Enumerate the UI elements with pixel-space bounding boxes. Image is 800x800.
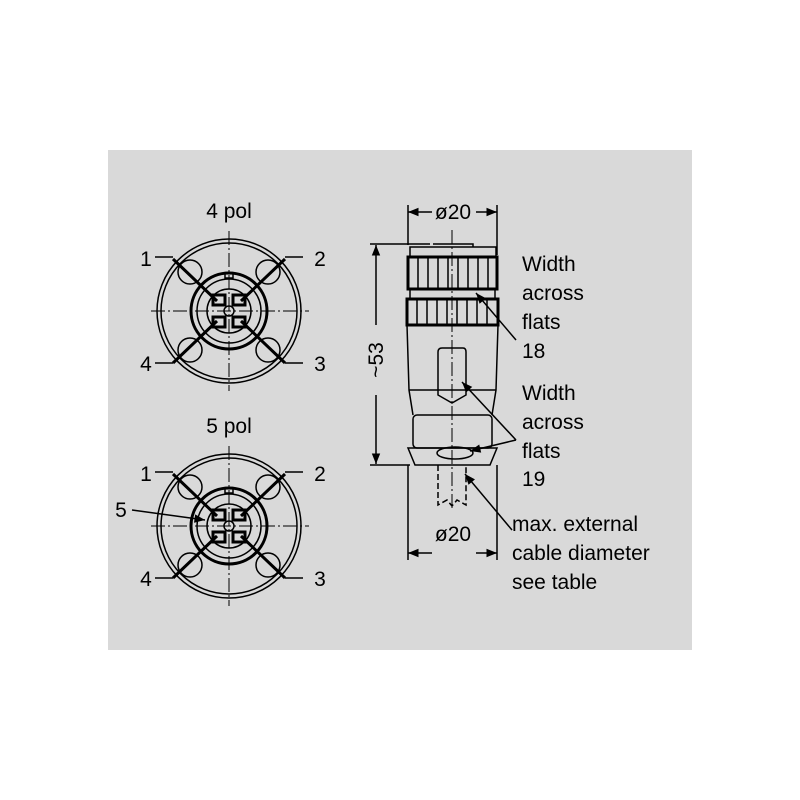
svg-text:19: 19 — [522, 468, 545, 491]
face-4pol: 4 pol 1 2 3 4 — [140, 200, 326, 393]
svg-text:flats: flats — [522, 311, 561, 334]
flats-18-note: Width across flats 18 — [522, 253, 584, 363]
length-label: ~53 — [365, 342, 388, 378]
face-4pol-pins — [211, 293, 247, 329]
svg-text:across: across — [522, 411, 584, 434]
drawing-background — [108, 150, 692, 650]
pin-label-3: 3 — [314, 568, 326, 591]
svg-text:cable diameter: cable diameter — [512, 542, 650, 565]
flats-19-note: Width across flats 19 — [522, 382, 584, 491]
pin-label-4: 4 — [140, 568, 152, 591]
side-view: ø20 ~53 — [365, 201, 650, 594]
pin-label-3: 3 — [314, 353, 326, 376]
pin-label-4: 4 — [140, 353, 152, 376]
svg-text:see table: see table — [512, 571, 597, 594]
pin-label-5: 5 — [115, 499, 127, 522]
face-4pol-title: 4 pol — [206, 200, 252, 223]
face-5pol: 5 pol 1 2 3 4 5 — [115, 415, 326, 608]
pin-label-2: 2 — [314, 248, 326, 271]
svg-text:max. external: max. external — [512, 513, 638, 536]
svg-text:Width: Width — [522, 382, 576, 405]
pin-label-1: 1 — [140, 463, 152, 486]
svg-text:18: 18 — [522, 340, 545, 363]
svg-text:flats: flats — [522, 440, 561, 463]
bottom-diameter-label: ø20 — [435, 523, 471, 546]
svg-text:across: across — [522, 282, 584, 305]
face-5pol-title: 5 pol — [206, 415, 252, 438]
pin-label-2: 2 — [314, 463, 326, 486]
cable-diameter-note: max. external cable diameter see table — [512, 513, 650, 594]
svg-text:Width: Width — [522, 253, 576, 276]
pin-label-1: 1 — [140, 248, 152, 271]
top-diameter-label: ø20 — [435, 201, 471, 224]
